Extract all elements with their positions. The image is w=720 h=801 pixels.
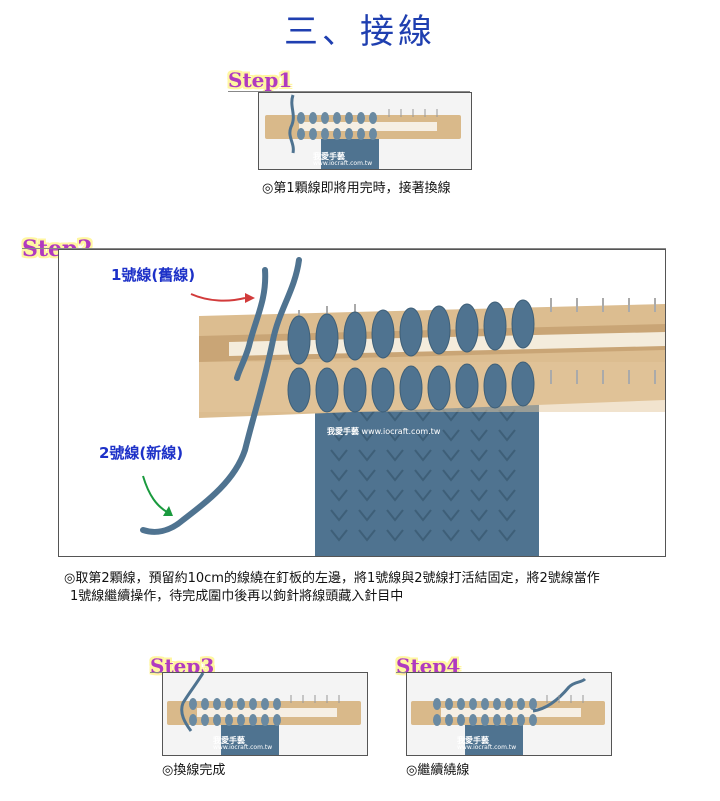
step2-caption-line2: 1號線繼續操作，待完成圍巾後再以鉤針將線頭藏入針目中: [70, 589, 404, 604]
step1-underline: [228, 91, 470, 92]
bullet-icon: ◎: [406, 763, 418, 778]
step2-photo: 1號線(舊線) 2號線(新線) 我愛手藝 www.iocraft.com.tw: [58, 249, 666, 557]
step2-caption-line1: ◎取第2顆線，預留約10cm的線繞在釘板的左邊，將1號線與2號線打活結固定，將2…: [64, 570, 684, 588]
bullet-icon: ◎: [64, 571, 76, 586]
step1-caption: ◎第1顆線即將用完時，接著換線: [262, 180, 451, 198]
step4-caption: ◎繼續繞線: [406, 762, 469, 780]
step3-photo: 我愛手藝 www.iocraft.com.tw: [162, 672, 368, 756]
step1-label: Step1: [228, 68, 293, 92]
step2-underline: [22, 248, 666, 249]
step1-watermark-brand: 我愛手藝: [313, 152, 345, 161]
section-title: 三、接線: [284, 12, 436, 52]
step2-watermark: 我愛手藝 www.iocraft.com.tw: [327, 426, 440, 437]
step3-caption-text: 換線完成: [173, 763, 226, 778]
step2-caption-text1: 取第2顆線，預留約10cm的線繞在釘板的左邊，將1號線與2號線打活結固定，將2號…: [75, 571, 600, 586]
step4-photo: 我愛手藝 www.iocraft.com.tw: [406, 672, 612, 756]
annotation-new-yarn: 2號線(新線): [99, 444, 184, 462]
step4-label: Step4: [396, 654, 461, 678]
step4-caption-text: 繼續繞線: [417, 763, 470, 778]
step3-watermark-url: www.iocraft.com.tw: [213, 744, 273, 751]
bullet-icon: ◎: [162, 763, 174, 778]
step3-watermark-brand: 我愛手藝: [213, 736, 245, 745]
annotation-old-yarn: 1號線(舊線): [111, 266, 196, 284]
step3-label: Step3: [150, 654, 215, 678]
step4-watermark-brand: 我愛手藝: [457, 736, 489, 745]
step3-caption: ◎換線完成: [162, 762, 225, 780]
step1-caption-text: 第1顆線即將用完時，接著換線: [273, 181, 451, 196]
bullet-icon: ◎: [262, 181, 274, 196]
step2-caption: ◎取第2顆線，預留約10cm的線繞在釘板的左邊，將1號線與2號線打活結固定，將2…: [64, 570, 684, 606]
step2-watermark-url: www.iocraft.com.tw: [361, 427, 441, 436]
step2-watermark-brand: 我愛手藝: [327, 427, 359, 436]
step1-photo: 我愛手藝 www.iocraft.com.tw: [258, 92, 472, 170]
step4-watermark-url: www.iocraft.com.tw: [457, 744, 517, 751]
step1-watermark-url: www.iocraft.com.tw: [313, 160, 373, 167]
